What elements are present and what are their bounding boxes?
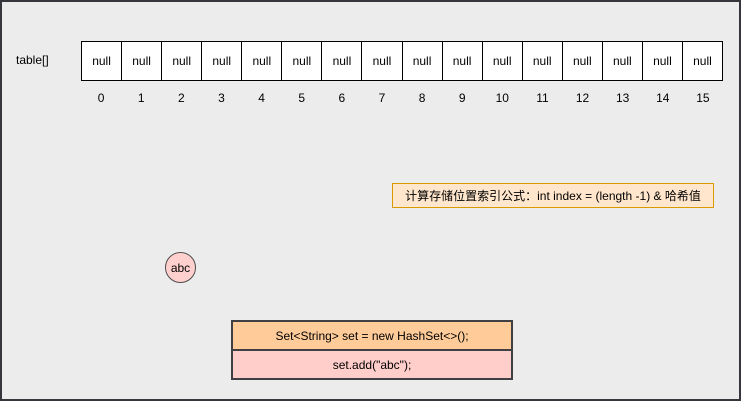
array-index: 12 (575, 91, 590, 105)
array-index: 1 (137, 91, 145, 105)
array-index: 9 (458, 91, 466, 105)
array-index: 7 (378, 91, 386, 105)
array-index: 4 (258, 91, 265, 105)
element-circle-abc: abc (165, 252, 196, 283)
array-index: 14 (656, 91, 670, 105)
array-cell: null (693, 54, 712, 68)
array-cell: null (403, 42, 443, 80)
array-cell: null (242, 42, 283, 80)
array-cell: null (603, 42, 643, 80)
array-index: 6 (338, 91, 346, 105)
array-index-row: 0 1 2 3 4 5 6 7 8 9 10 11 12 13 14 15 (81, 91, 723, 106)
array-cell: null (443, 42, 483, 80)
array-cell: null (362, 42, 403, 80)
array-cell: null (563, 42, 603, 80)
hash-table-array: null null null null null null null null … (81, 41, 723, 81)
array-cell: null (523, 42, 563, 80)
array-label: table[] (16, 53, 49, 67)
array-cell: null (322, 42, 363, 80)
array-index: 13 (616, 91, 630, 105)
array-index: 8 (418, 91, 426, 105)
array-cell: null (643, 42, 683, 80)
code-line-add: set.add("abc"); (233, 351, 511, 378)
array-index: 3 (218, 91, 225, 105)
code-block: Set<String> set = new HashSet<>(); set.a… (231, 320, 513, 380)
array-index: 11 (536, 91, 549, 105)
code-line-declaration: Set<String> set = new HashSet<>(); (233, 322, 511, 351)
array-index: 5 (298, 91, 306, 105)
array-index: 2 (177, 91, 185, 105)
array-cell: null (122, 42, 163, 80)
array-index: 10 (495, 91, 509, 105)
array-index: 15 (696, 91, 710, 105)
formula-note-box: 计算存储位置索引公式：int index = (length -1) & 哈希值 (392, 183, 714, 208)
array-cell: null (202, 42, 243, 80)
array-cell: null (162, 42, 203, 80)
array-cell: null (282, 42, 323, 80)
array-cell: null (483, 42, 523, 80)
array-index: 0 (97, 91, 105, 105)
array-cell: null (82, 42, 123, 80)
